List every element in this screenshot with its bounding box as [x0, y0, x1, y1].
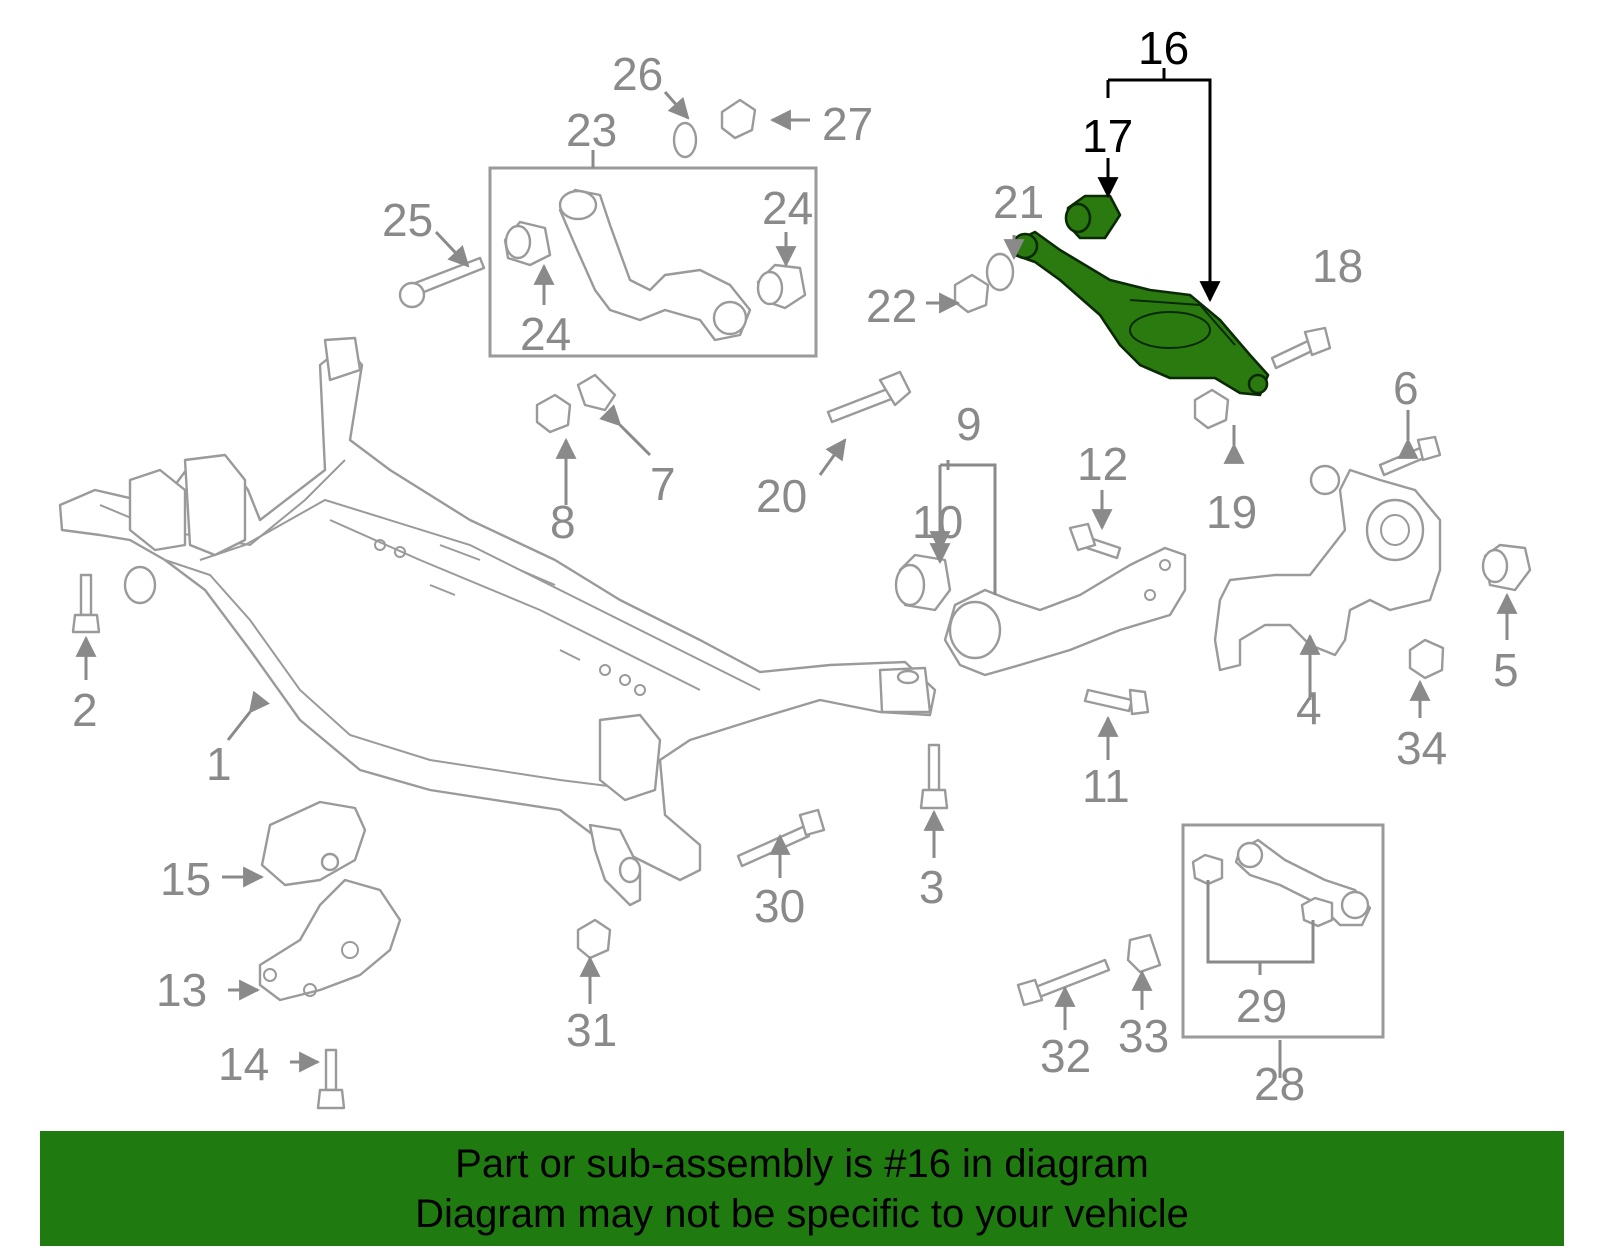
- bolt-part-3[interactable]: [919, 743, 949, 810]
- callout-27: 27: [822, 98, 873, 150]
- bolt-part-32[interactable]: [1016, 958, 1111, 1007]
- bracket-part-13[interactable]: [258, 878, 402, 1002]
- callout-12: 12: [1077, 438, 1128, 490]
- upper-arm-kit-box: [488, 166, 818, 358]
- o-ring-part-26[interactable]: [672, 121, 698, 159]
- callout-9: 9: [956, 398, 982, 450]
- bolt-part-12[interactable]: [1068, 522, 1122, 560]
- bushing-part-29a[interactable]: [1191, 853, 1224, 886]
- callout-17: 17: [1082, 110, 1133, 162]
- callout-7: 7: [650, 458, 676, 510]
- callout-32: 32: [1040, 1030, 1091, 1082]
- info-banner: Part or sub-assembly is #16 in diagram D…: [40, 1131, 1564, 1246]
- callout-19: 19: [1206, 486, 1257, 538]
- mount-part-15[interactable]: [260, 800, 367, 887]
- highlight-leader-lines: [1097, 68, 1221, 303]
- callout-8: 8: [550, 496, 576, 548]
- leader-lines: [75, 91, 1518, 1078]
- callout-20: 20: [756, 470, 807, 522]
- nut-part-31[interactable]: [576, 918, 612, 960]
- bushing-part-29b[interactable]: [1300, 896, 1334, 928]
- bushing-part-5[interactable]: [1481, 543, 1532, 592]
- o-ring-part-21[interactable]: [985, 252, 1015, 292]
- nut-part-19[interactable]: [1193, 388, 1230, 430]
- bolt-part-6[interactable]: [1378, 435, 1442, 477]
- callout-labels: 1 2 3 4 5 6 7 8 9 10 11 12 13 14 15 16 1…: [72, 22, 1519, 1110]
- callout-4: 4: [1296, 682, 1322, 734]
- bushing-part-24b[interactable]: [756, 263, 807, 310]
- nut-part-8[interactable]: [535, 393, 572, 434]
- subframe-part[interactable]: [58, 336, 937, 907]
- callout-18: 18: [1312, 240, 1363, 292]
- callout-2: 2: [72, 684, 98, 736]
- nut-part-34[interactable]: [1408, 638, 1445, 680]
- callout-29: 29: [1236, 980, 1287, 1032]
- callout-24b: 24: [762, 182, 813, 234]
- bolt-part-2[interactable]: [71, 573, 101, 634]
- callout-1: 1: [206, 738, 232, 790]
- callout-28: 28: [1254, 1058, 1305, 1110]
- shim-part-33[interactable]: [1126, 933, 1162, 974]
- bolt-part-18[interactable]: [1270, 326, 1332, 370]
- bolt-part-11[interactable]: [1083, 688, 1150, 716]
- callout-30: 30: [754, 880, 805, 932]
- banner-line-2: Diagram may not be specific to your vehi…: [415, 1192, 1189, 1236]
- nut-part-22[interactable]: [953, 273, 990, 314]
- callout-13: 13: [156, 964, 207, 1016]
- banner-line-1: Part or sub-assembly is #16 in diagram: [455, 1142, 1149, 1186]
- bolt-part-14[interactable]: [316, 1048, 346, 1110]
- callout-6: 6: [1393, 362, 1419, 414]
- callout-15: 15: [160, 853, 211, 905]
- callout-33: 33: [1118, 1010, 1169, 1062]
- callout-10: 10: [912, 496, 963, 548]
- callout-21: 21: [993, 176, 1044, 228]
- arm-part-29[interactable]: [1234, 838, 1372, 927]
- lower-control-arm-part-16[interactable]: [1011, 230, 1270, 397]
- callout-3: 3: [919, 861, 945, 913]
- callout-26: 26: [612, 48, 663, 100]
- bushing-part-17[interactable]: [1064, 194, 1122, 240]
- callout-31: 31: [566, 1004, 617, 1056]
- arm-kit-box: [1181, 823, 1385, 1039]
- bolt-part-20[interactable]: [826, 370, 912, 424]
- upper-control-arm-part[interactable]: [558, 188, 752, 342]
- shim-part-7[interactable]: [576, 373, 617, 412]
- callout-14: 14: [218, 1038, 269, 1090]
- callout-16: 16: [1138, 22, 1189, 74]
- callout-11: 11: [1082, 760, 1130, 812]
- trailing-arm-part-9[interactable]: [943, 546, 1187, 677]
- callout-23: 23: [566, 104, 617, 156]
- bushing-part-24a[interactable]: [503, 220, 552, 267]
- nut-part-27[interactable]: [720, 98, 757, 140]
- callout-25: 25: [382, 194, 433, 246]
- callout-24a: 24: [520, 308, 571, 360]
- callout-5: 5: [1493, 644, 1519, 696]
- bolt-part-25[interactable]: [398, 256, 486, 309]
- callout-22: 22: [866, 280, 917, 332]
- knuckle-part-4[interactable]: [1213, 464, 1442, 672]
- callout-34: 34: [1396, 722, 1447, 774]
- bushing-part-10[interactable]: [894, 553, 952, 612]
